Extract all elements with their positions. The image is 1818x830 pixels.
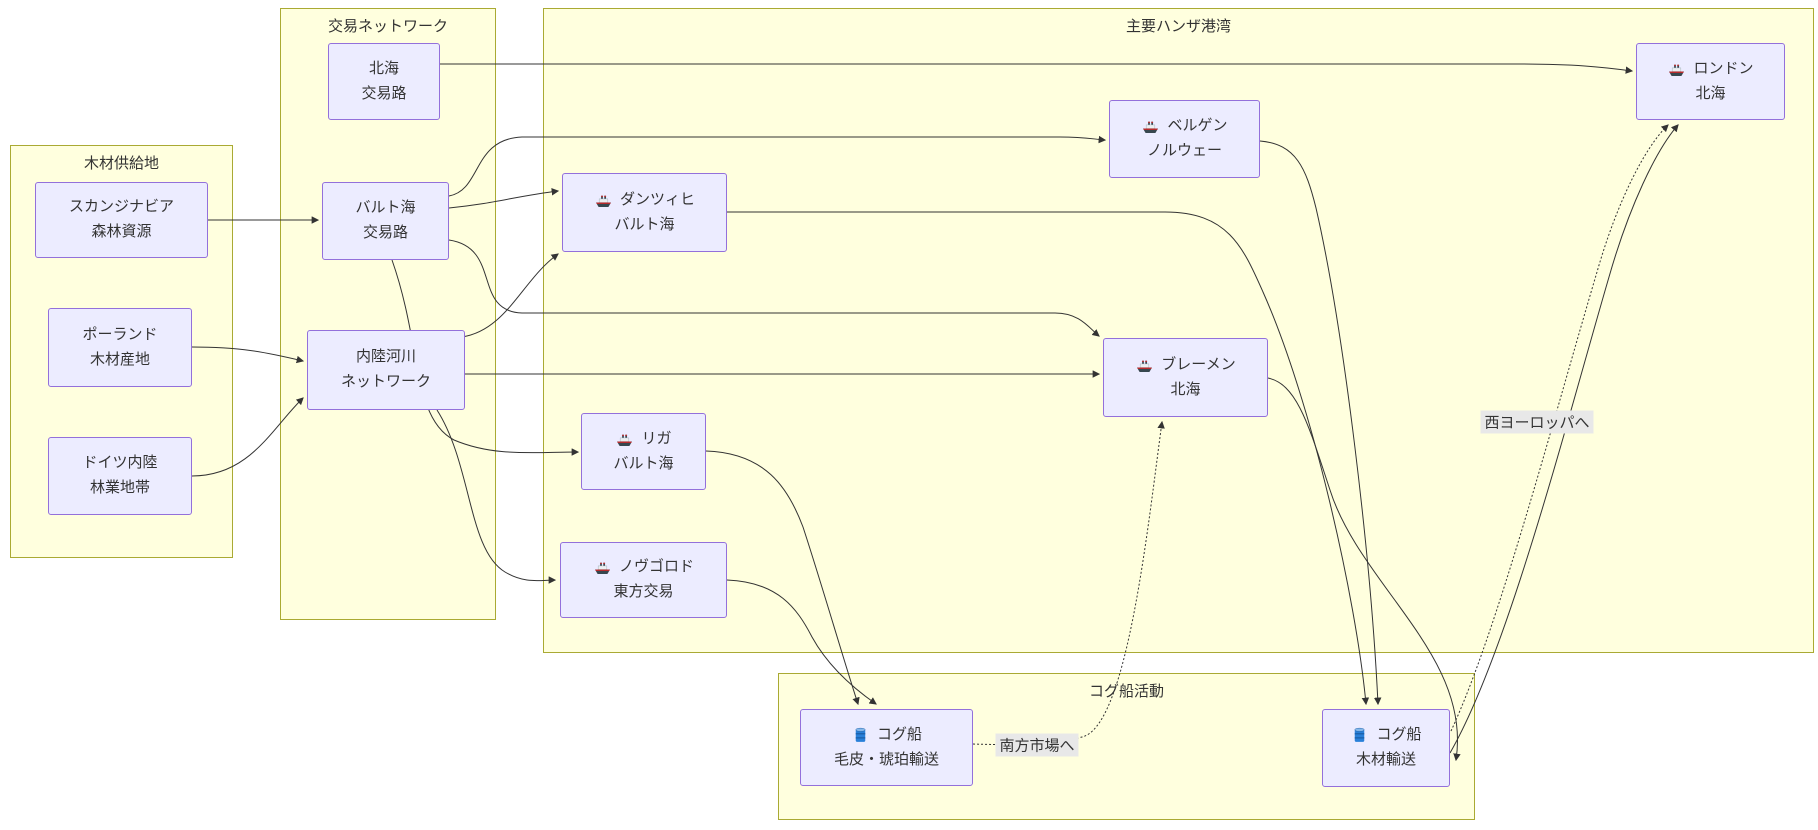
edge-bremen-to-cog2	[1267, 377, 1461, 762]
edge-river-to-danzig	[461, 253, 559, 338]
cluster-title-network: 交易ネットワーク	[327, 18, 448, 35]
node-baltic: バルト海 交易路	[322, 182, 449, 260]
node-river-title: 内陸河川	[355, 348, 416, 366]
ship-icon	[1141, 117, 1160, 136]
node-germany-title: ドイツ内陸	[82, 454, 158, 472]
edge-germany-to-river	[191, 397, 304, 477]
ship-icon	[1667, 60, 1686, 79]
edge-poland-to-river	[191, 346, 305, 364]
node-poland: ポーランド 木材産地	[48, 308, 192, 387]
node-bremen-subtitle: 北海	[1170, 380, 1201, 398]
node-cog1-title: コグ船	[876, 725, 922, 743]
node-river-subtitle: ネットワーク	[340, 373, 431, 390]
node-cog2: コグ船 木材輸送	[1322, 709, 1450, 787]
node-germany-subtitle: 林業地帯	[89, 479, 150, 496]
node-danzig-subtitle: バルト海	[614, 215, 675, 233]
node-bergen-subtitle: ノルウェー	[1146, 142, 1222, 159]
ship-icon	[593, 558, 612, 577]
edge-riga-to-cog1	[705, 450, 860, 706]
barrel-icon	[1350, 726, 1369, 745]
cluster-title-supply: 木材供給地	[83, 155, 159, 172]
node-bergen: ベルゲン ノルウェー	[1109, 100, 1260, 178]
node-northsea: 北海 交易路	[328, 43, 440, 120]
node-baltic-title: バルト海	[355, 199, 416, 217]
edge-northsea-to-london	[440, 63, 1634, 74]
node-poland-subtitle: 木材産地	[89, 350, 150, 368]
node-london-title: ロンドン	[1693, 59, 1754, 77]
node-bergen-title: ベルゲン	[1167, 117, 1228, 135]
edge-novgorod-to-cog1	[726, 579, 877, 705]
ship-icon	[615, 430, 634, 449]
node-cog2-subtitle: 木材輸送	[1355, 751, 1416, 768]
node-riga: リガ バルト海	[581, 413, 706, 490]
node-london: ロンドン 北海	[1636, 43, 1785, 120]
node-northsea-title: 北海	[368, 59, 399, 77]
node-baltic-subtitle: 交易路	[362, 224, 408, 241]
node-novgorod-subtitle: 東方交易	[613, 583, 674, 600]
edge-label-south: 南方市場へ	[995, 733, 1079, 757]
node-riga-subtitle: バルト海	[613, 454, 674, 472]
edge-baltic-to-danzig	[448, 188, 560, 209]
edge-baltic-to-bremen	[448, 239, 1100, 337]
node-novgorod: ノヴゴロド 東方交易	[560, 542, 727, 618]
node-bremen-title: ブレーメン	[1161, 355, 1236, 373]
node-novgorod-title: ノヴゴロド	[618, 558, 694, 576]
edge-cog2-to-london	[1450, 124, 1669, 732]
barrel-icon	[851, 726, 870, 745]
node-river: 内陸河川 ネットワーク	[307, 330, 465, 410]
edge-danzig-to-cog2	[727, 211, 1370, 706]
node-poland-title: ポーランド	[82, 325, 158, 343]
node-cog2-title: コグ船	[1376, 726, 1422, 744]
edge-cog1-to-bremen	[972, 420, 1165, 746]
node-scand-title: スカンジナビア	[68, 198, 174, 216]
ship-icon	[1135, 356, 1154, 375]
edge-baltic-to-bergen	[448, 135, 1107, 197]
node-northsea-subtitle: 交易路	[361, 84, 407, 102]
node-scand: スカンジナビア 森林資源	[35, 182, 208, 258]
cluster-title-cogs: コグ船活動	[1088, 683, 1164, 700]
node-cog1: コグ船 毛皮・琥珀輸送	[800, 709, 973, 786]
node-riga-title: リガ	[641, 429, 672, 447]
node-germany: ドイツ内陸 林業地帯	[48, 437, 192, 515]
cluster-title-ports: 主要ハンザ港湾	[1125, 18, 1231, 35]
node-london-subtitle: 北海	[1695, 84, 1726, 102]
edge-label-west: 西ヨーロッパへ	[1480, 410, 1594, 434]
ship-icon	[594, 191, 613, 210]
node-bremen: ブレーメン 北海	[1103, 338, 1268, 417]
node-scand-subtitle: 森林資源	[91, 223, 152, 240]
node-danzig-title: ダンツィヒ	[619, 190, 695, 208]
node-cog1-subtitle: 毛皮・琥珀輸送	[833, 750, 939, 768]
edge-baltic-to-riga	[391, 259, 580, 456]
edge-river-to-novgorod	[436, 409, 557, 584]
edge-cog2-to-london	[1449, 124, 1679, 754]
edge-bergen-to-cog2	[1259, 140, 1382, 706]
node-danzig: ダンツィヒ バルト海	[562, 173, 727, 252]
